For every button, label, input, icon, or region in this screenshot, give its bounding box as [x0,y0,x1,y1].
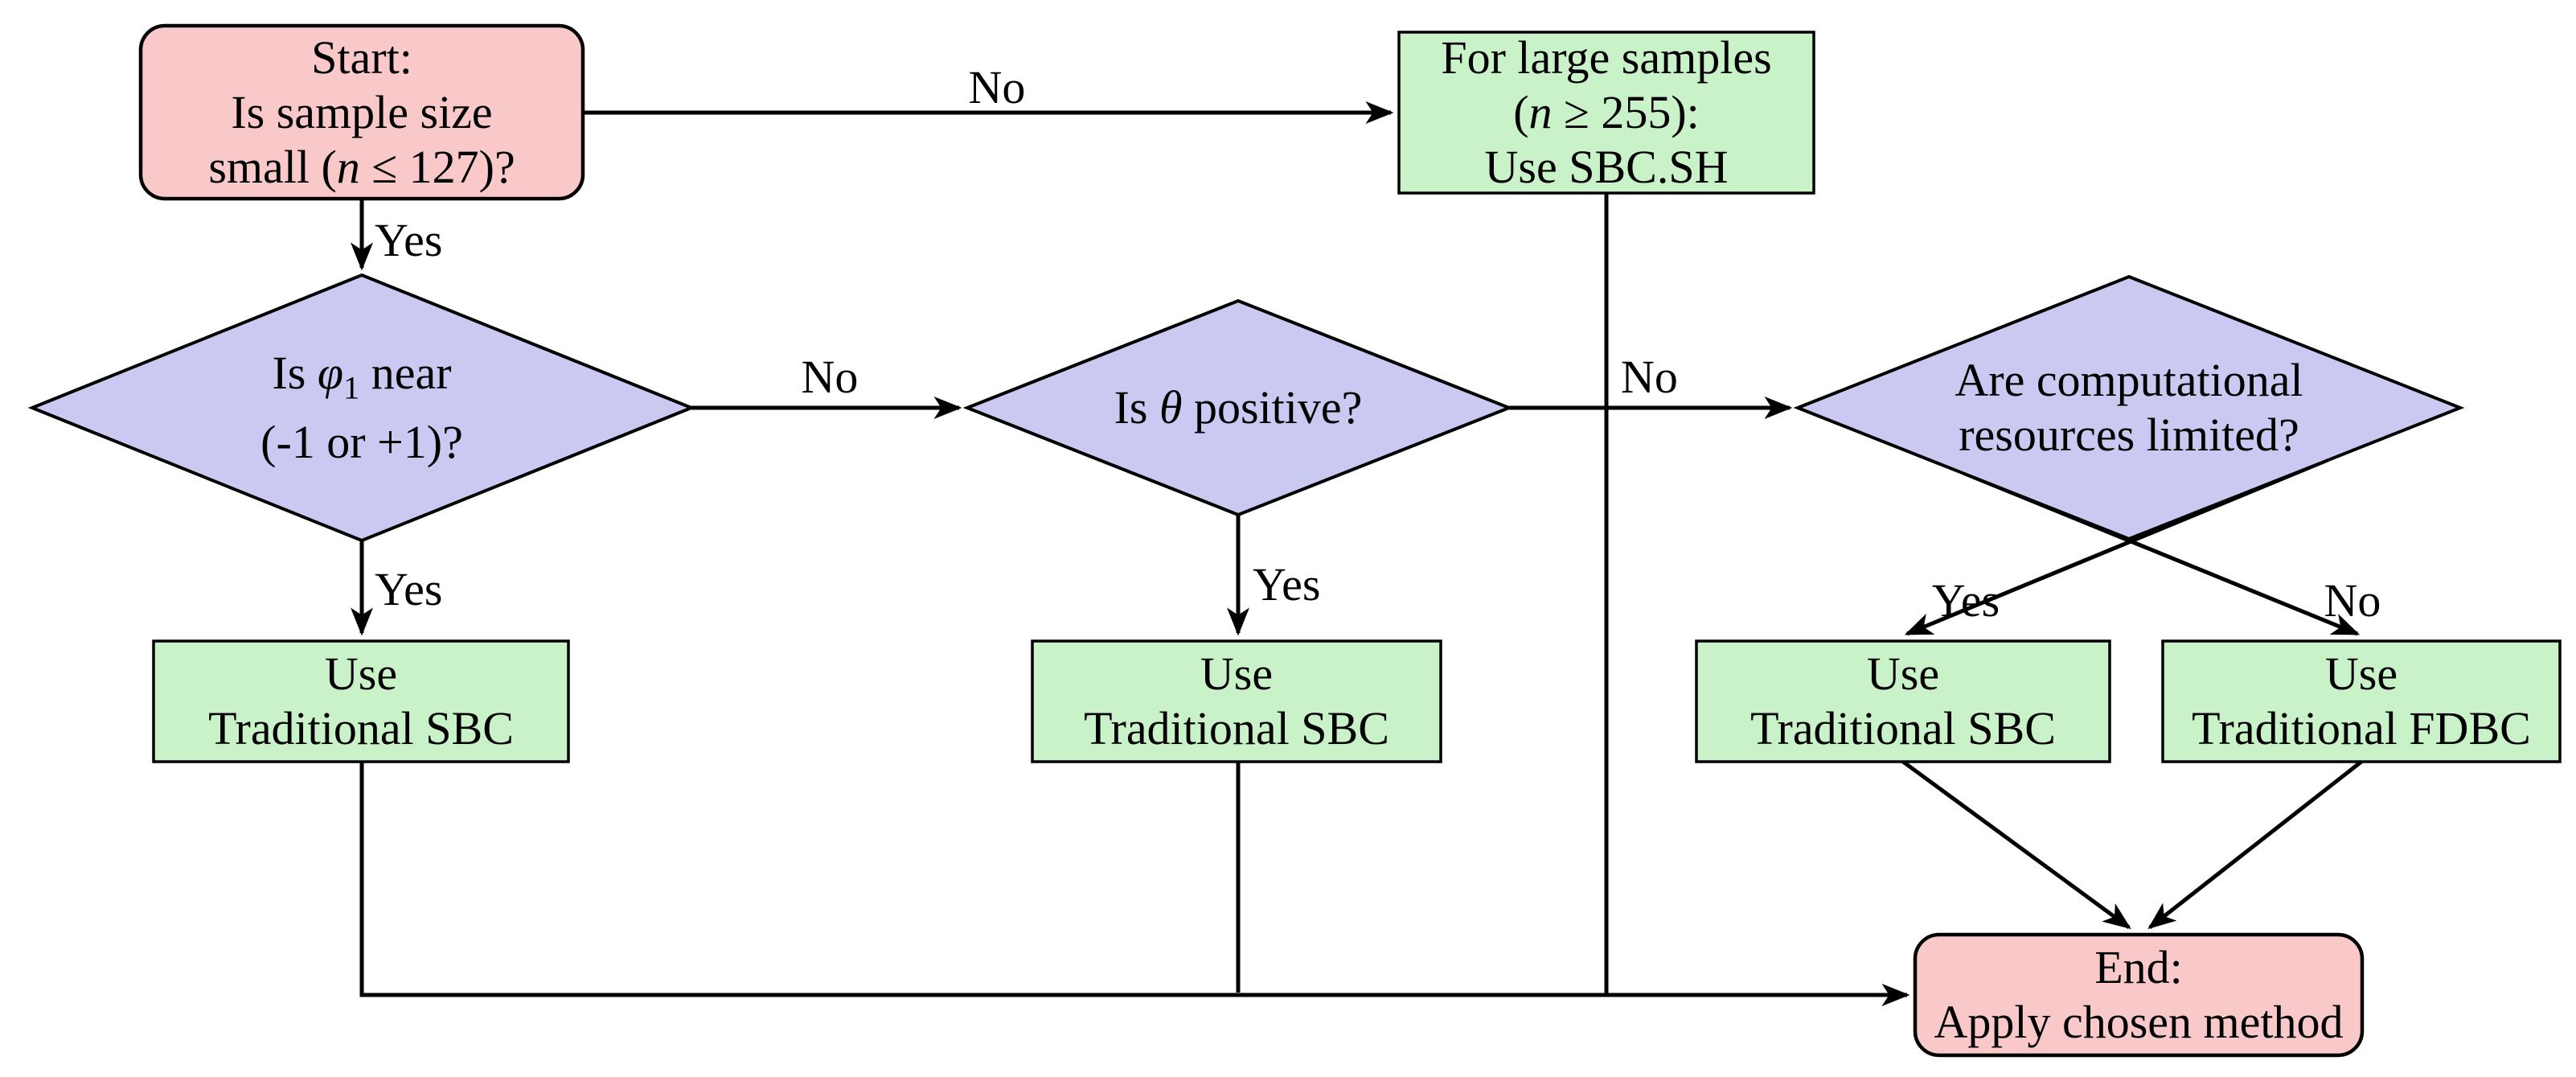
text-line: Is sample size [231,85,493,138]
resources-limited-decision-shape [1793,274,2465,541]
resources-limited-decision-label: Are computational resources limited? [1872,322,2386,494]
text-line: small (n ≤ 127)? [208,140,515,193]
end-node-label: End: Apply chosen method [1915,935,2362,1055]
edge-label-start-no: No [968,61,1026,113]
use-fdbc-node-shape [2161,639,2562,763]
edge-use-fdbc-to-end [2147,760,2363,930]
use-fdbc-node-label: Use Traditional FDBC [2163,641,2560,762]
text-line: Is θ positive? [1114,381,1363,434]
text-line: Traditional SBC [1750,702,2056,754]
large-samples-node-label: For large samples (n ≥ 255): Use SBC.SH [1399,31,1814,193]
edge-label-theta-no: No [1621,351,1678,403]
use-sbc-2-node-shape [1031,639,1442,763]
text-line: Use [1200,647,1274,700]
large-samples-node-shape [1397,31,1815,195]
use-sbc-2-node-label: Use Traditional SBC [1032,641,1441,762]
use-sbc-3-node-label: Use Traditional SBC [1696,641,2110,762]
text-line: resources limited? [1959,409,2299,461]
text-line: Is φ1 near [272,346,452,406]
theta-positive-decision-label: Is θ positive? [997,346,1479,470]
text-line: Start: [311,31,412,84]
end-node-shape [1913,932,2365,1058]
edge-label-resources-no: No [2324,574,2381,627]
edge-use-sbc-3-to-end [1901,759,2131,930]
edge-label-start-yes: Yes [375,214,443,266]
text-line: Traditional SBC [1084,702,1389,754]
text-line: (-1 or +1)? [260,416,463,469]
phi-near-decision-shape [27,273,696,543]
use-sbc-3-node-shape [1695,639,2111,763]
phi-near-decision-label: Is φ1 near (-1 or +1)? [113,314,611,502]
text-line: Use [2324,647,2398,700]
use-sbc-1-node-shape [152,639,570,763]
theta-positive-decision-shape [962,298,1514,517]
text-line: Apply chosen method [1934,996,2344,1048]
edge-label-phi-yes: Yes [375,563,443,615]
edge-label-theta-yes: Yes [1253,558,1321,610]
edge-label-phi-no: No [801,351,859,403]
text-line: Are computational [1955,354,2303,406]
start-node-label: Start: Is sample size small (n ≤ 127)? [141,26,583,199]
text-line: Traditional SBC [208,702,514,754]
text-line: Use [324,647,398,700]
text-line: Use SBC.SH [1484,141,1729,193]
edge-bottom-line-to-end [359,762,1910,1006]
text-line: (n ≥ 255): [1513,86,1700,138]
edge-label-resources-yes: Yes [1931,574,2000,627]
text-line: End: [2094,941,2183,993]
text-line: For large samples [1441,31,1772,84]
start-node-shape [138,23,585,201]
text-line: Use [1866,647,1940,700]
text-line: Traditional FDBC [2192,702,2531,754]
use-sbc-1-node-label: Use Traditional SBC [154,641,568,762]
